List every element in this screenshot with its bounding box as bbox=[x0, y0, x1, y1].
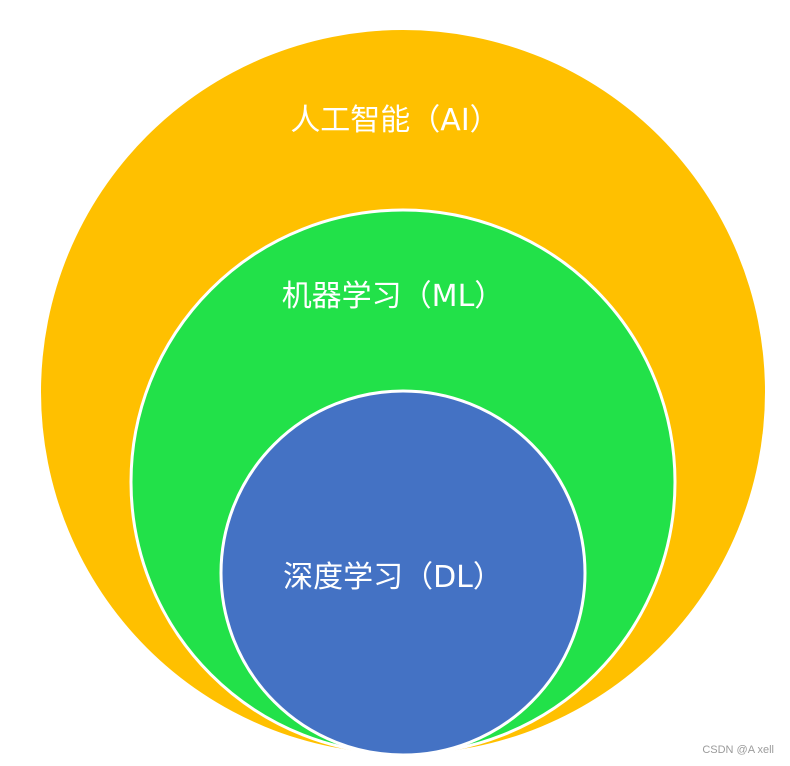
watermark: CSDN @A xell bbox=[702, 744, 774, 756]
dl-label: 深度学习（DL） bbox=[283, 560, 503, 595]
ml-label: 机器学习（ML） bbox=[282, 279, 505, 314]
dl-circle bbox=[219, 389, 587, 757]
ai-label: 人工智能（AI） bbox=[290, 103, 499, 138]
